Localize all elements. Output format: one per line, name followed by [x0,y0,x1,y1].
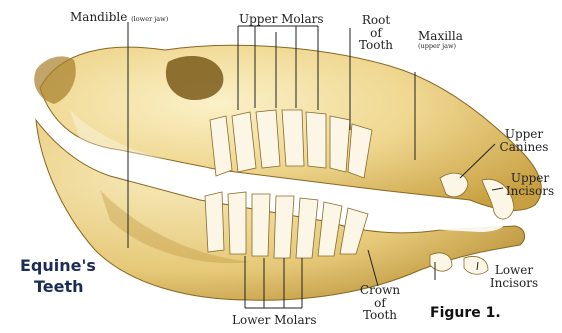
label-mandible: Mandible (lower jaw) [70,11,168,24]
label-crown-of-tooth: Crown of Tooth [358,284,402,322]
mandible-text: Mandible [70,10,127,24]
root-line3: Tooth [354,39,398,52]
figure-caption: Figure 1. [430,305,501,321]
root-line1: Root [354,14,398,27]
mouth-gap [380,205,506,232]
label-lower-molars: Lower Molars [232,314,317,327]
upper-canines-line1: Upper [494,128,554,141]
upper-incisors-line1: Upper [500,172,560,185]
upper-canines-line2: Canines [494,141,554,154]
mandible-sub-text: (lower jaw) [131,15,168,23]
label-root-of-tooth: Root of Tooth [354,14,398,52]
lower-incisors-line1: Lower [484,264,544,277]
diagram-title: Equine's Teeth [20,256,96,298]
label-upper-molars: Upper Molars [239,13,324,26]
crown-line3: Tooth [358,309,402,322]
lower-molars [205,192,368,258]
label-upper-incisors: Upper Incisors [500,172,560,197]
title-line1: Equine's [20,256,96,277]
maxilla-text: Maxilla [418,30,463,43]
maxilla-sub-text: (upper jaw) [418,43,463,50]
upper-incisors-line2: Incisors [500,185,560,198]
title-line2: Teeth [20,277,96,298]
label-upper-canines: Upper Canines [494,128,554,153]
lower-incisors-line2: Incisors [484,277,544,290]
label-lower-incisors: Lower Incisors [484,264,544,289]
crown-line1: Crown [358,284,402,297]
label-maxilla: Maxilla (upper jaw) [418,30,463,49]
